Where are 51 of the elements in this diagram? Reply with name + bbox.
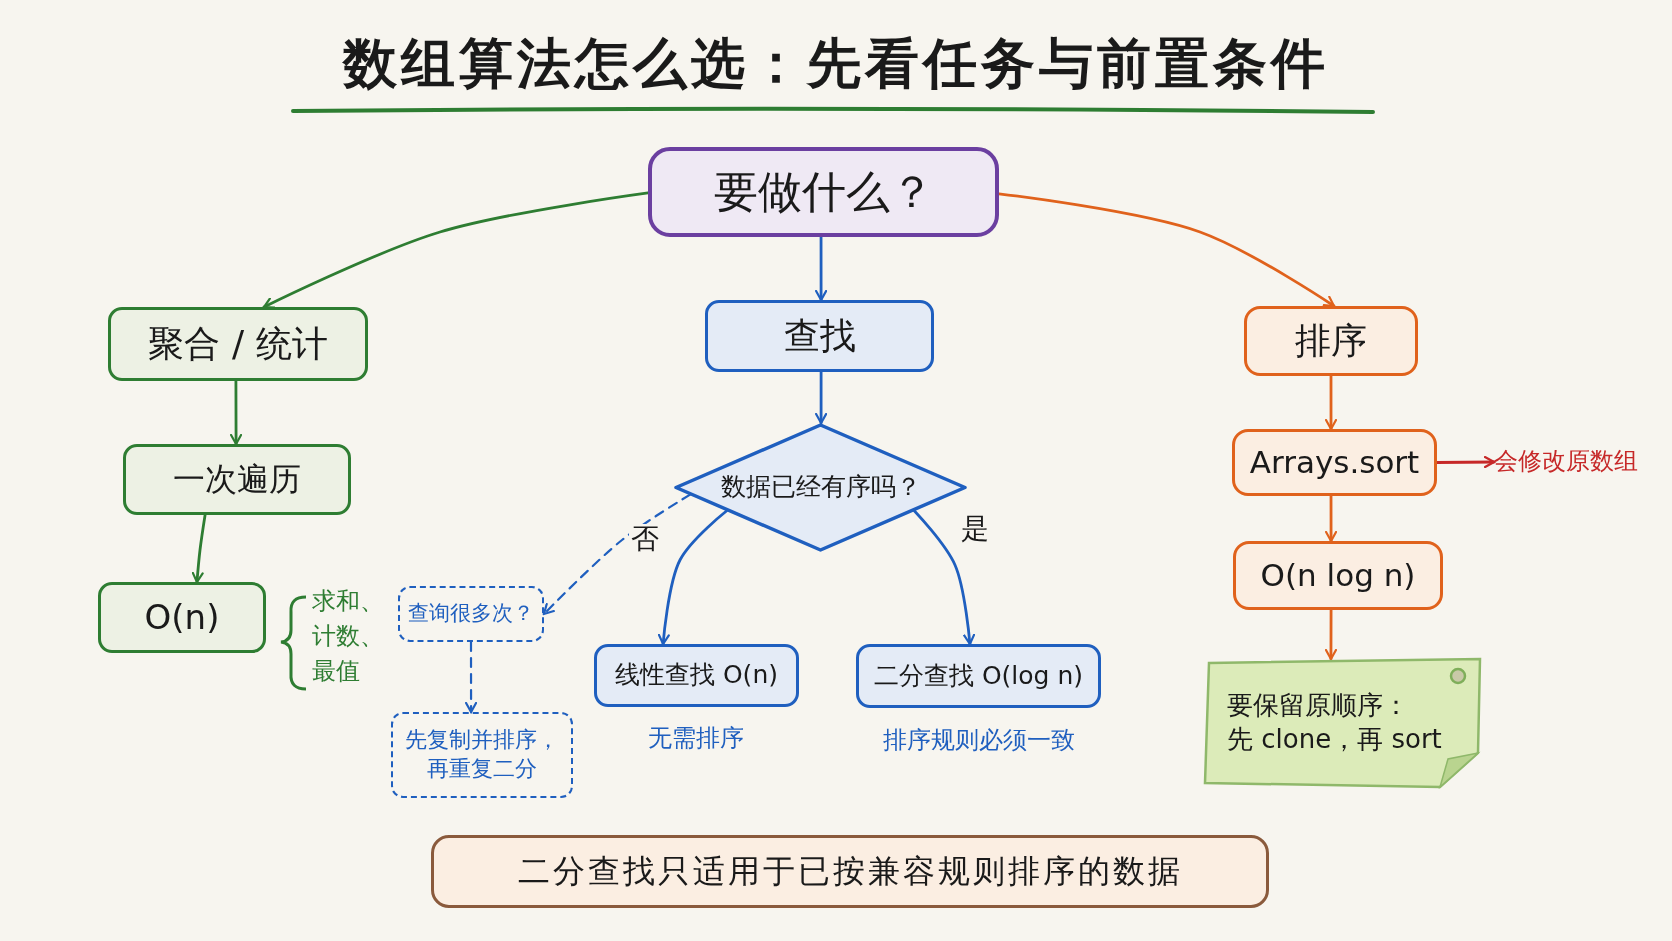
- node-label: 聚合 / 统计: [148, 321, 328, 366]
- process-box: [1232, 429, 1437, 496]
- node-label: 二分查找只适用于已按兼容规则排序的数据: [517, 850, 1183, 892]
- arrow: [815, 370, 828, 425]
- side-note: 无需排序: [647, 723, 745, 754]
- edge-label: 是: [959, 514, 991, 545]
- node-label: O(n log n): [1260, 556, 1416, 596]
- process-box: [856, 644, 1101, 708]
- node-label: 二分查找 O(log n): [873, 659, 1083, 692]
- node-label: 查询很多次？: [408, 600, 534, 628]
- process-box: [98, 582, 266, 653]
- arrow: [912, 509, 976, 646]
- node-label: 先 clone，再 sort: [1227, 723, 1442, 756]
- node-label: O(n): [144, 596, 220, 640]
- arrow: [191, 513, 207, 584]
- start-box: [648, 147, 999, 237]
- process-box: [108, 307, 368, 381]
- sticky-note: [1205, 659, 1480, 787]
- arrow: [1435, 456, 1496, 469]
- process-box: [705, 300, 934, 372]
- arrow: [229, 379, 243, 446]
- node-label: Arrays.sort: [1249, 443, 1420, 483]
- arrow: [542, 493, 692, 616]
- node-label: 数据已经有序吗？: [720, 471, 921, 504]
- arrow: [464, 640, 478, 714]
- title: 数组算法怎么选：先看任务与前置条件: [343, 32, 1329, 95]
- dashed-box: [398, 586, 544, 642]
- arrow: [997, 192, 1336, 308]
- side-note: 求和、计数、最值: [312, 586, 385, 687]
- side-note: 排序规则必须一致: [881, 725, 1076, 756]
- arrow: [1324, 608, 1338, 661]
- node-label: 先复制并排序，再重复二分: [404, 726, 560, 783]
- node-label: 查找: [783, 313, 856, 358]
- node-label: 会修改原数组: [1494, 446, 1638, 478]
- banner-box: [431, 835, 1269, 908]
- dashed-box: [391, 712, 573, 798]
- node-label: 线性查找 O(n): [615, 659, 778, 692]
- edge-label: 否: [629, 524, 661, 555]
- arrow: [262, 191, 650, 309]
- process-box: [594, 644, 799, 707]
- process-box: [1244, 306, 1418, 376]
- node-label: 要做什么？: [713, 165, 934, 220]
- process-box: [1233, 541, 1443, 610]
- arrow: [657, 509, 729, 646]
- arrow: [1324, 494, 1338, 543]
- node-label: 一次遍历: [173, 458, 301, 500]
- arrow: [1324, 374, 1338, 431]
- node-label: 排序: [1295, 318, 1367, 363]
- node-label: 要保留原顺序：: [1227, 689, 1409, 723]
- arrow: [815, 235, 828, 302]
- process-box: [123, 444, 351, 515]
